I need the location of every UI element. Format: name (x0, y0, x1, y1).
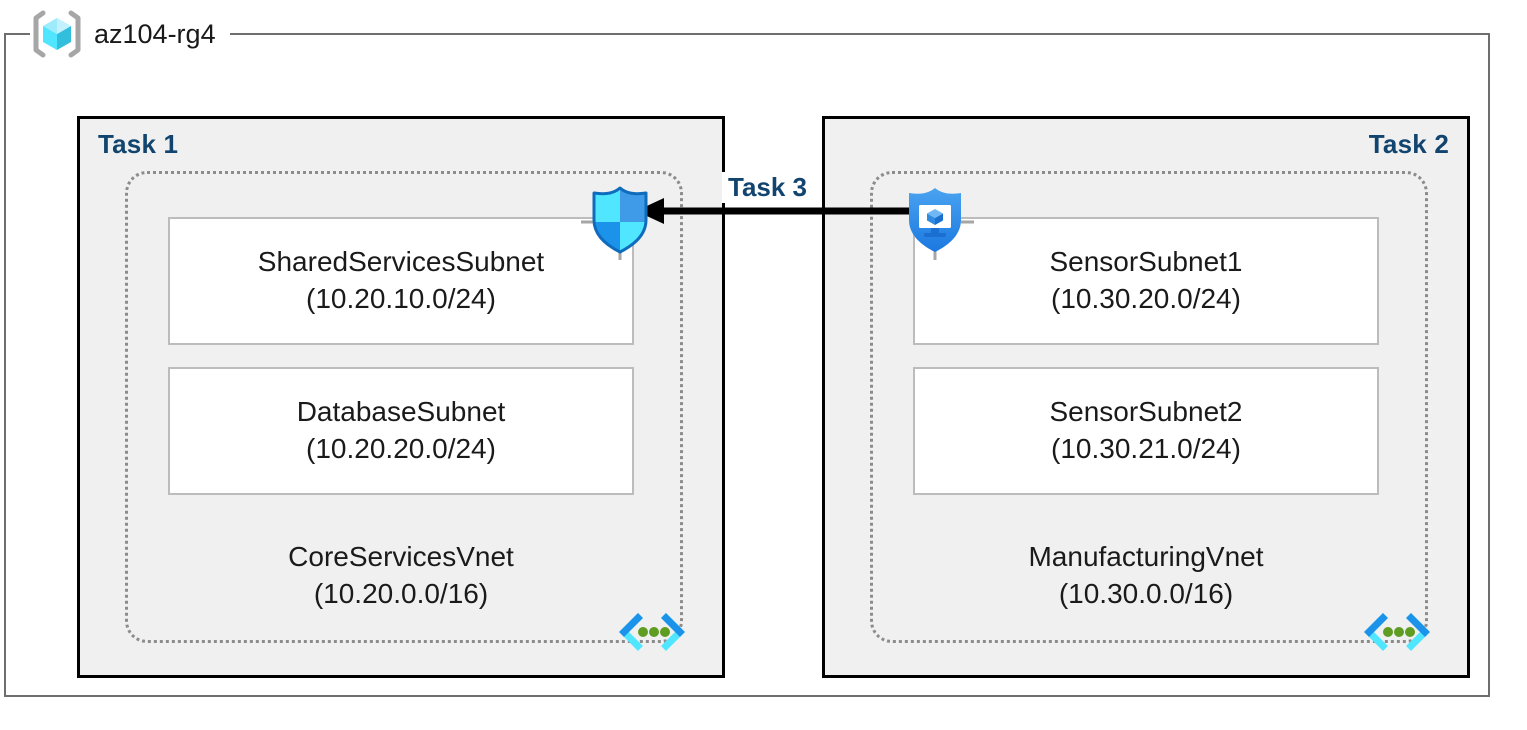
task-panel-1[interactable]: Task 1 SharedServicesSubnet (10.20.10.0/… (77, 116, 725, 678)
task-3-label: Task 3 (722, 172, 814, 203)
resource-group-header: az104-rg4 (30, 10, 230, 58)
peering-arrow-icon (630, 190, 920, 230)
subnet-box-sharedservices[interactable]: SharedServicesSubnet (10.20.10.0/24) (168, 217, 634, 345)
vnet-boundary-manufacturing[interactable] (870, 171, 1430, 651)
task-panel-2[interactable]: Task 2 SensorSubnet1 (10.30.20.0/24) Sen… (822, 116, 1470, 678)
subnet-name: SharedServicesSubnet (257, 246, 545, 278)
subnet-cidr: (10.30.21.0/24) (1051, 433, 1241, 464)
vnet-boundary-coreservices[interactable] (125, 171, 685, 651)
subnet-cidr: (10.30.20.0/24) (1051, 283, 1241, 314)
resource-group-name: az104-rg4 (94, 18, 216, 49)
subnet-cidr: (10.20.20.0/24) (306, 433, 496, 464)
subnet-cidr: (10.20.10.0/24) (306, 283, 496, 314)
task-1-label: Task 1 (98, 129, 179, 159)
subnet-box-sensor1[interactable]: SensorSubnet1 (10.30.20.0/24) (913, 217, 1379, 345)
protected-virtual-machine-shield-icon[interactable] (896, 182, 974, 260)
network-security-group-shield-icon[interactable] (581, 182, 659, 260)
subnet-name: SensorSubnet1 (1049, 246, 1243, 278)
subnet-name: DatabaseSubnet (296, 396, 506, 428)
task-2-label: Task 2 (1368, 129, 1449, 159)
virtual-network-icon (1361, 608, 1433, 656)
resource-group-frame (4, 33, 1490, 697)
subnet-name: SensorSubnet2 (1049, 396, 1243, 428)
subnet-box-database[interactable]: DatabaseSubnet (10.20.20.0/24) (168, 367, 634, 495)
resource-group-cube-icon (30, 7, 84, 61)
subnet-box-sensor2[interactable]: SensorSubnet2 (10.30.21.0/24) (913, 367, 1379, 495)
virtual-network-icon (616, 608, 688, 656)
